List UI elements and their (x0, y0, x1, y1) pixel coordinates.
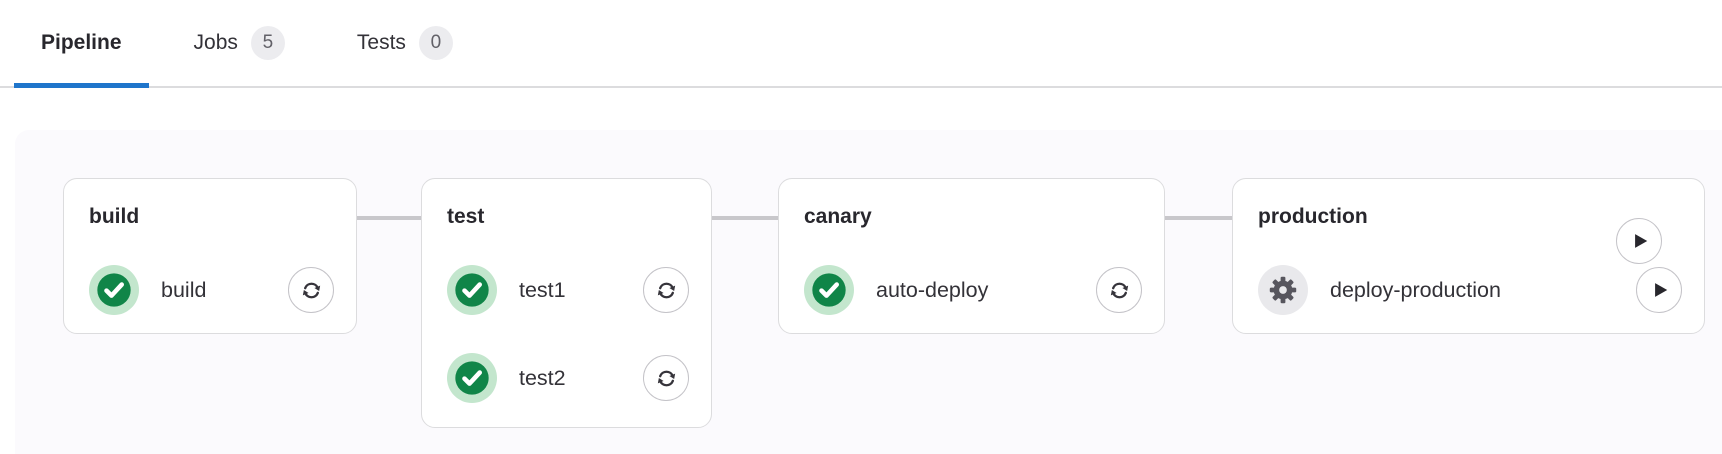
job-name: auto-deploy (876, 277, 989, 302)
jobs-count-badge: 5 (250, 26, 285, 60)
stage-connector (1165, 216, 1232, 220)
stage-title: build (89, 205, 140, 228)
retry-icon (301, 282, 321, 298)
stage-title: canary (804, 205, 872, 228)
job-row-deploy-production[interactable]: deploy-production (1258, 265, 1682, 315)
stage-card-production: production deploy-production (1232, 178, 1705, 334)
tab-tests[interactable]: Tests 0 (330, 0, 480, 86)
job-row-build[interactable]: build (89, 265, 334, 315)
tab-jobs[interactable]: Jobs 5 (167, 0, 312, 86)
stage-card-build: build build (63, 178, 357, 334)
tests-count-badge: 0 (418, 26, 453, 60)
job-row-test1[interactable]: test1 (447, 265, 689, 315)
retry-job-button[interactable] (643, 267, 689, 313)
job-name: test1 (519, 277, 566, 302)
tab-pipeline[interactable]: Pipeline (14, 0, 149, 88)
tab-tests-label: Tests (356, 31, 406, 54)
play-all-manual-jobs-button[interactable] (1616, 218, 1662, 264)
retry-job-button[interactable] (288, 267, 334, 313)
stage-connector (712, 216, 778, 220)
stage-title: test (447, 205, 485, 228)
stage-connector (357, 216, 421, 220)
status-manual-icon (1258, 265, 1308, 315)
retry-icon (1109, 282, 1129, 298)
job-name: deploy-production (1330, 277, 1501, 302)
tab-jobs-label: Jobs (193, 31, 238, 54)
retry-job-button[interactable] (643, 355, 689, 401)
stage-title: production (1258, 205, 1368, 228)
status-success-icon (89, 265, 139, 315)
retry-icon (656, 370, 676, 386)
pipeline-graph-canvas: build build test test1 (15, 130, 1722, 454)
stage-card-canary: canary auto-deploy (778, 178, 1165, 334)
job-row-auto-deploy[interactable]: auto-deploy (804, 265, 1142, 315)
pipeline-tabs: Pipeline Jobs 5 Tests 0 (0, 0, 1722, 88)
stage-card-test: test test1 test2 (421, 178, 712, 428)
job-name: build (161, 277, 207, 302)
job-name: test2 (519, 365, 566, 390)
status-success-icon (447, 265, 497, 315)
play-job-button[interactable] (1636, 267, 1682, 313)
status-success-icon (804, 265, 854, 315)
tab-pipeline-label: Pipeline (41, 31, 122, 54)
pipeline-graph: build build test test1 (15, 130, 1722, 454)
play-icon (1655, 283, 1668, 297)
job-row-test2[interactable]: test2 (447, 353, 689, 403)
status-success-icon (447, 353, 497, 403)
play-icon (1635, 234, 1648, 248)
retry-job-button[interactable] (1096, 267, 1142, 313)
retry-icon (656, 282, 676, 298)
